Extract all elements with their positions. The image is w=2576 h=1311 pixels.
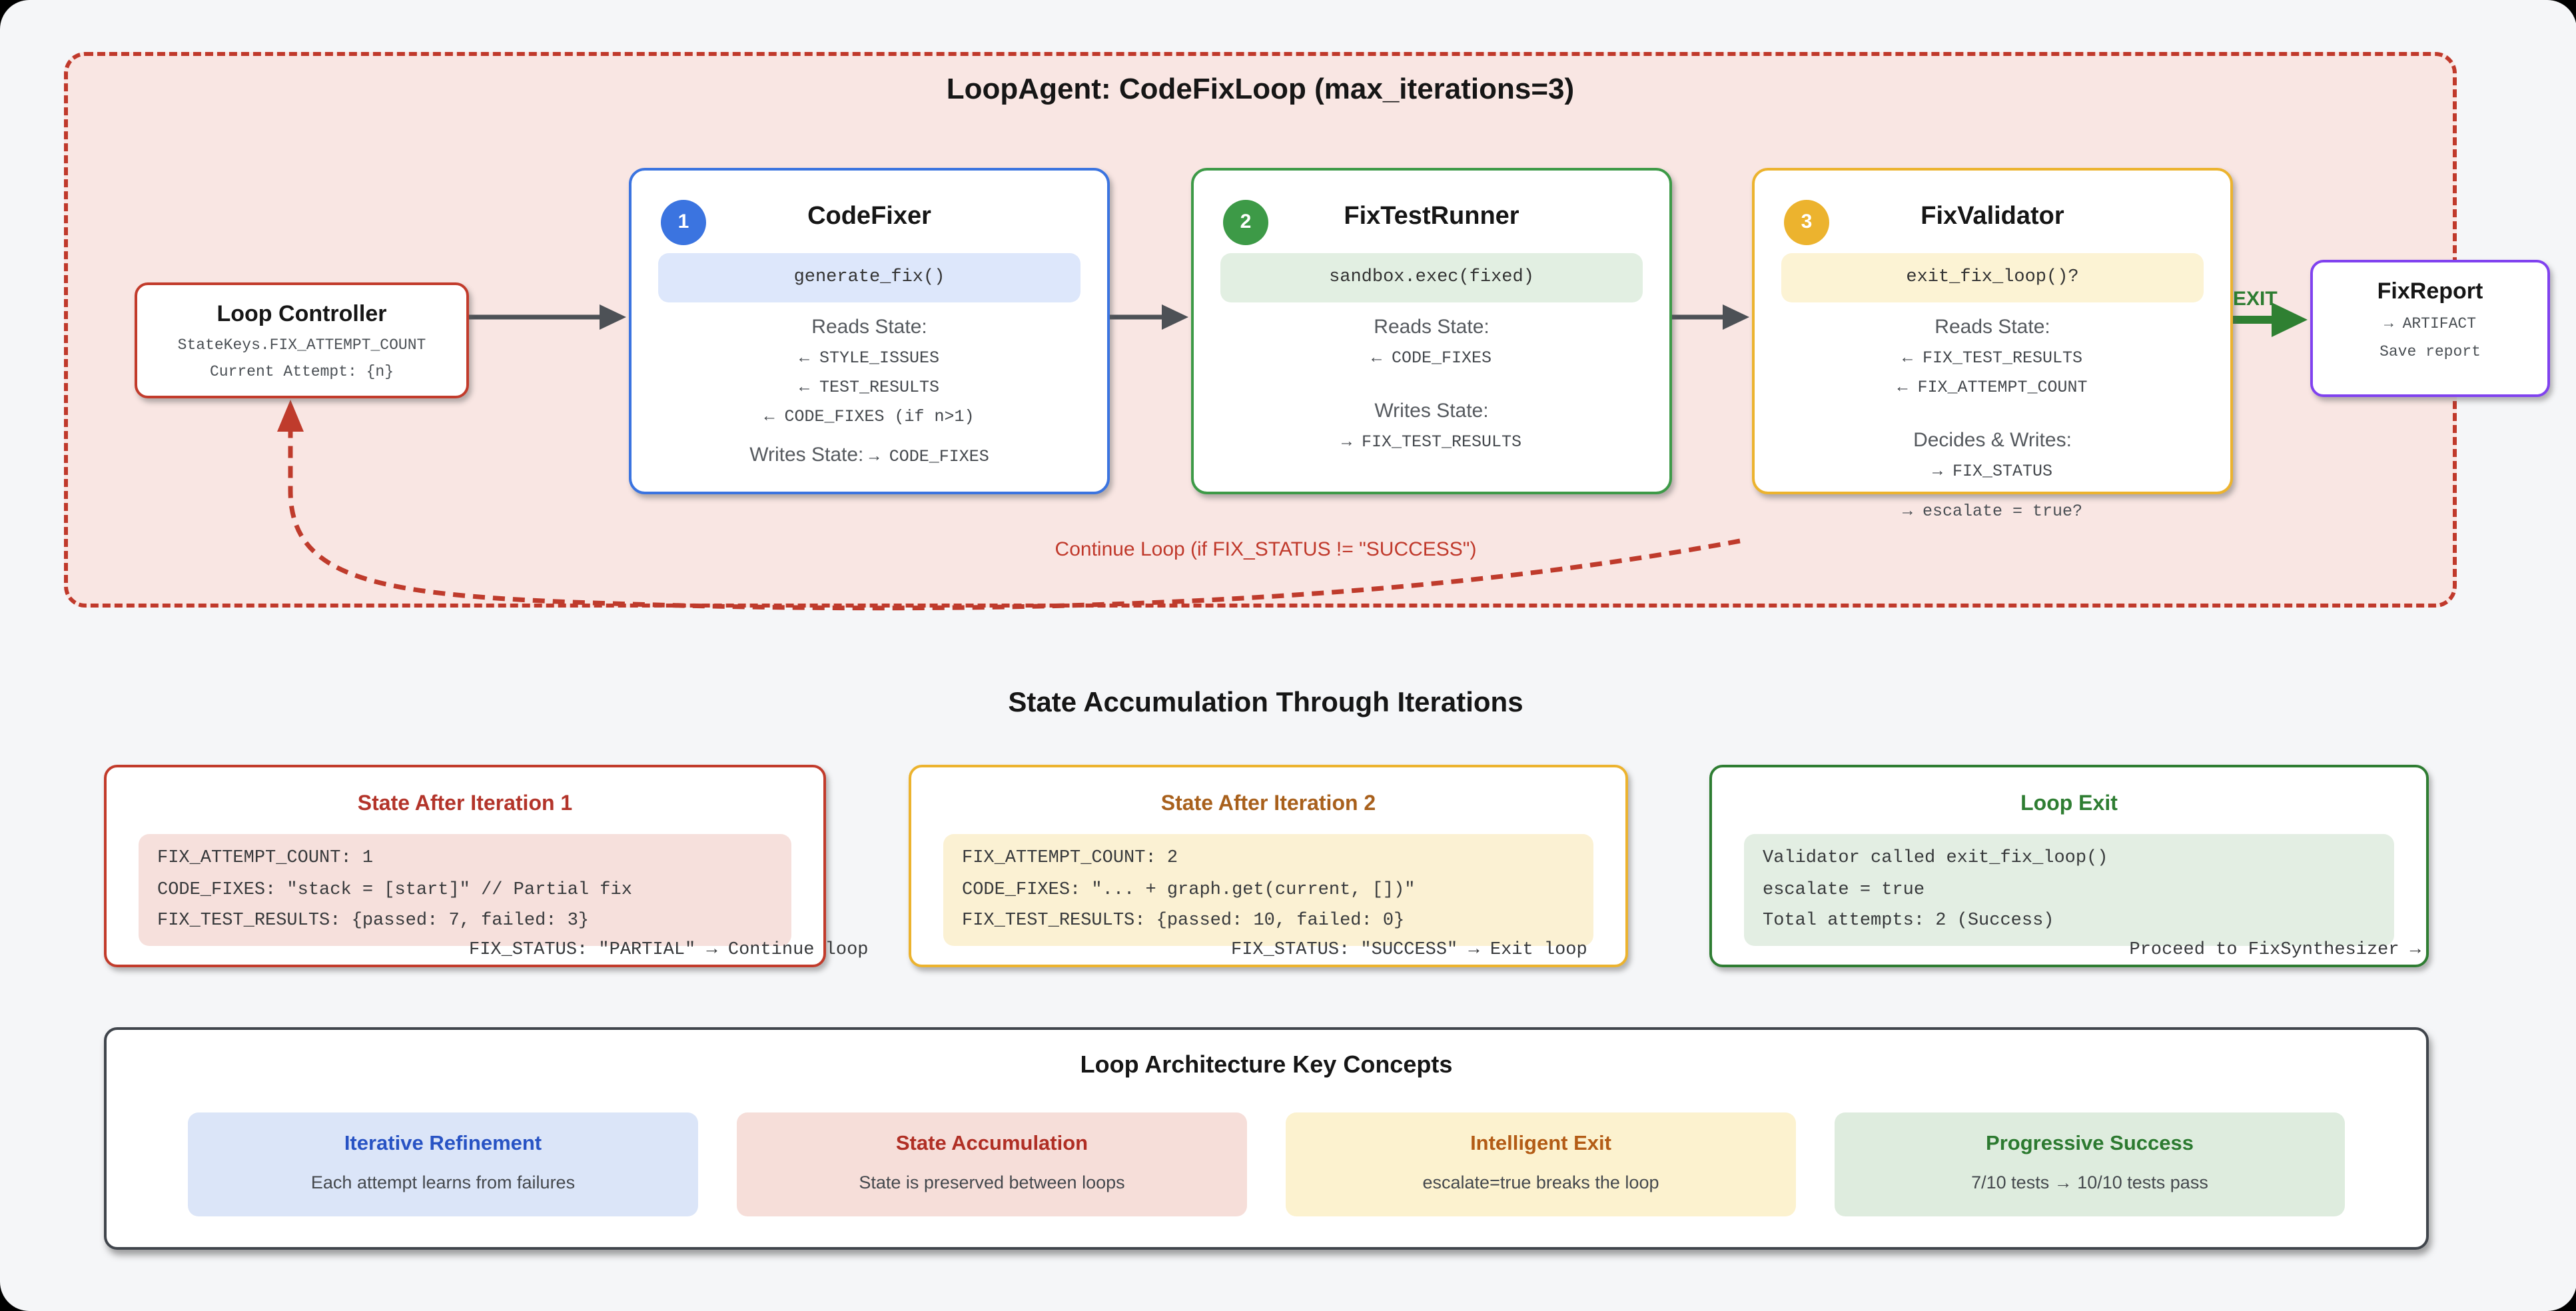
state-iteration-1-code: FIX_ATTEMPT_COUNT: 1 CODE_FIXES: "stack … [139, 834, 791, 945]
fix-validator-function-pill: exit_fix_loop()? [1781, 253, 2204, 302]
step-1-badge: 1 [661, 200, 706, 245]
code-line: FIX_TEST_RESULTS: {passed: 7, failed: 3} [157, 911, 590, 931]
state-iteration-2-box: State After Iteration 2 FIX_ATTEMPT_COUN… [909, 765, 1628, 967]
code-fixer-title: CodeFixer [807, 203, 931, 230]
fix-status-overflow-line: FIX_STATUS: "SUCCESS" → Exit loop [1231, 941, 1587, 961]
reads-state-item: ← TEST_RESULTS [799, 378, 940, 397]
loop-controller-title: Loop Controller [216, 301, 387, 326]
concept-card-title: Progressive Success [1986, 1132, 2194, 1155]
code-line: Total attempts: 2 (Success) [1763, 911, 2054, 931]
concept-card-iterative-refinement: Iterative Refinement Each attempt learns… [188, 1112, 698, 1216]
fix-report-node: FixReport → ARTIFACT Save report [2310, 260, 2550, 397]
fix-test-runner-function-pill: sandbox.exec(fixed) [1220, 253, 1643, 302]
concept-card-intelligent-exit: Intelligent Exit escalate=true breaks th… [1286, 1112, 1796, 1216]
step-3-badge: 3 [1784, 200, 1829, 245]
code-line: FIX_ATTEMPT_COUNT: 1 [157, 849, 374, 869]
loop-agent-container: LoopAgent: CodeFixLoop (max_iterations=3… [64, 52, 2550, 608]
exit-label: EXIT [2233, 288, 2278, 310]
loop-controller-line: StateKeys.FIX_ATTEMPT_COUNT [177, 337, 426, 354]
code-line: escalate = true [1763, 880, 1925, 900]
writes-state-line: Writes State: → CODE_FIXES [632, 444, 1107, 466]
reads-state-item: ← CODE_FIXES [1371, 349, 1492, 368]
step-2-badge: 2 [1223, 200, 1268, 245]
reads-state-item: ← CODE_FIXES (if n>1) [764, 408, 975, 426]
fix-report-title: FixReport [2377, 278, 2483, 304]
fix-report-line: Save report [2379, 344, 2481, 361]
concept-card-text: Each attempt learns from failures [310, 1172, 576, 1192]
writes-state-label: Writes State: [749, 444, 864, 466]
concept-card-text: escalate=true breaks the loop [1422, 1172, 1659, 1192]
concept-card-text: State is preserved between loops [859, 1172, 1125, 1192]
fix-test-runner-node: 2 FixTestRunner sandbox.exec(fixed) Read… [1191, 168, 1672, 494]
reads-state-label: Reads State: [1374, 316, 1490, 338]
fix-report-line: → ARTIFACT [2383, 316, 2476, 333]
fix-validator-node: 3 FixValidator exit_fix_loop()? Reads St… [1752, 168, 2233, 521]
key-concepts-title: Loop Architecture Key Concepts [1080, 1051, 1453, 1078]
code-line: FIX_TEST_RESULTS: {passed: 10, failed: 0… [962, 911, 1405, 931]
reads-state-item: ← STYLE_ISSUES [799, 349, 940, 368]
loop-exit-box: Loop Exit Validator called exit_fix_loop… [1709, 765, 2429, 967]
code-fixer-function-pill: generate_fix() [658, 253, 1080, 302]
concept-card-progressive-success: Progressive Success 7/10 tests → 10/10 t… [1835, 1112, 2345, 1216]
reads-state-item: ← FIX_ATTEMPT_COUNT [1897, 378, 2088, 397]
fix-validator-title: FixValidator [1921, 203, 2064, 230]
loop-container-title: LoopAgent: CodeFixLoop (max_iterations=3… [946, 72, 1575, 105]
code-fixer-node: 1 CodeFixer generate_fix() Reads State: … [629, 168, 1110, 494]
concept-card-title: Intelligent Exit [1470, 1132, 1611, 1155]
continue-loop-label: Continue Loop (if FIX_STATUS != "SUCCESS… [1055, 538, 1477, 561]
reads-state-label: Reads State: [811, 316, 927, 338]
decides-writes-label: Decides & Writes: [1913, 429, 2072, 452]
key-concepts-box: Loop Architecture Key Concepts Iterative… [104, 1027, 2429, 1250]
concept-card-text: 7/10 tests → 10/10 tests pass [1971, 1172, 2208, 1192]
code-line: CODE_FIXES: "... + graph.get(current, []… [962, 880, 1416, 900]
concept-card-state-accumulation: State Accumulation State is preserved be… [737, 1112, 1247, 1216]
loop-exit-title: Loop Exit [2020, 793, 2118, 815]
state-iteration-2-title: State After Iteration 2 [1160, 793, 1376, 815]
code-line: FIX_ATTEMPT_COUNT: 2 [962, 849, 1178, 869]
writes-state-item: → FIX_TEST_RESULTS [1341, 433, 1522, 452]
code-line: CODE_FIXES: "stack = [start]" // Partial… [157, 880, 632, 900]
reads-state-label: Reads State: [1934, 316, 2050, 338]
state-section-title: State Accumulation Through Iterations [1008, 687, 1523, 718]
decides-writes-item: → FIX_STATUS [1932, 462, 2052, 481]
state-iteration-1-title: State After Iteration 1 [357, 793, 573, 815]
reads-state-item: ← FIX_TEST_RESULTS [1902, 349, 2083, 368]
concept-card-title: State Accumulation [895, 1132, 1088, 1155]
state-iteration-2-code: FIX_ATTEMPT_COUNT: 2 CODE_FIXES: "... + … [943, 834, 1593, 945]
escalate-overflow-line: → escalate = true? [1902, 502, 2083, 521]
loop-controller-line: Current Attempt: {n} [209, 364, 394, 381]
concept-cards-row: Iterative Refinement Each attempt learns… [188, 1112, 2345, 1216]
fix-status-overflow-line: FIX_STATUS: "PARTIAL" → Continue loop [469, 941, 869, 961]
writes-state-label: Writes State: [1374, 400, 1489, 422]
loop-controller-node: Loop Controller StateKeys.FIX_ATTEMPT_CO… [135, 282, 469, 398]
writes-state-value: → CODE_FIXES [869, 448, 989, 466]
concept-card-title: Iterative Refinement [344, 1132, 542, 1155]
proceed-overflow-line: Proceed to FixSynthesizer → [2129, 941, 2421, 961]
loop-exit-code: Validator called exit_fix_loop() escalat… [1744, 834, 2394, 945]
state-iteration-1-box: State After Iteration 1 FIX_ATTEMPT_COUN… [104, 765, 869, 967]
code-line: Validator called exit_fix_loop() [1763, 849, 2108, 869]
fix-test-runner-title: FixTestRunner [1344, 203, 1519, 230]
